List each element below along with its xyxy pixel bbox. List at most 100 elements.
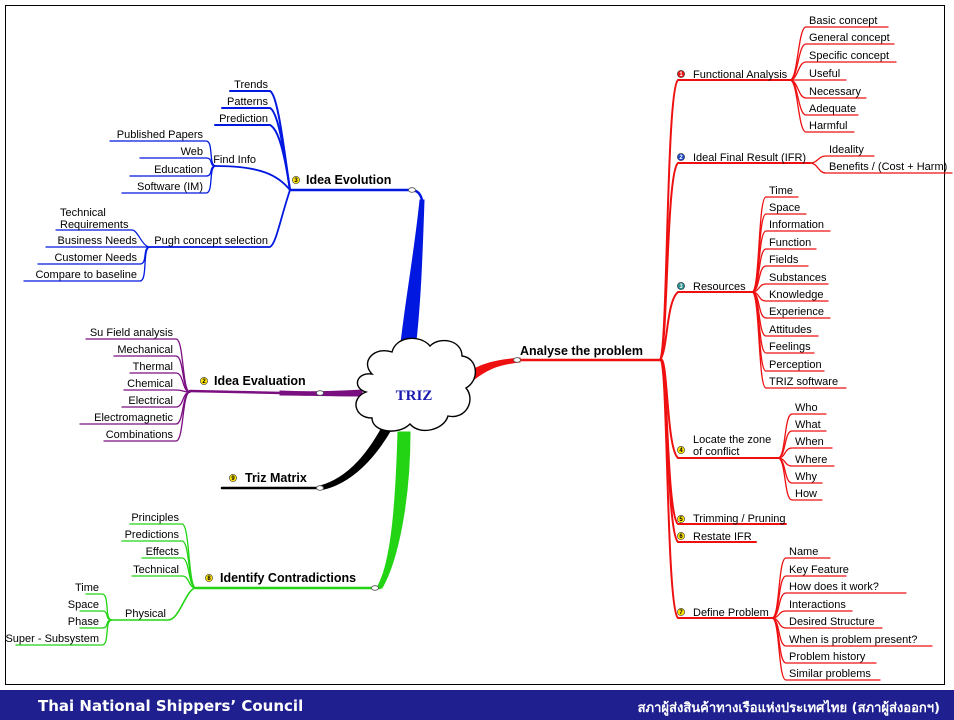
ifr-number-icon: 2 <box>677 153 685 161</box>
svg-text:6: 6 <box>679 534 683 540</box>
ifr-label: Ideal Final Result (IFR) <box>693 152 806 164</box>
evolution-prediction-line <box>214 124 291 191</box>
contradiction-technical-line <box>131 575 197 589</box>
restate-label: Restate IFR <box>693 531 752 543</box>
triz-cloud <box>355 337 476 432</box>
svg-text:4: 4 <box>679 448 683 454</box>
locate-label-line1: Locate the zone <box>693 434 771 446</box>
restate-number-icon: 6 <box>677 532 685 540</box>
functional-useful: Useful <box>809 68 840 80</box>
ifr-ideality: Ideality <box>829 144 864 156</box>
svg-text:5: 5 <box>679 517 683 523</box>
identify-contradictions-node <box>371 585 379 591</box>
contradiction-technical: Technical <box>133 564 179 576</box>
trimming-number-icon: 5 <box>677 515 685 523</box>
locate-how-line <box>777 457 823 501</box>
footer-organization-en: Thai National Shippers’ Council <box>38 697 304 715</box>
ifr-benefits-line <box>809 162 953 174</box>
pugh-technical: Technical <box>60 207 106 219</box>
define-name: Name <box>789 546 818 558</box>
find-info-software-im: Software (IM) <box>137 181 203 193</box>
idea-evolution-number-icon: 3 <box>292 176 300 184</box>
branch-identify-contradictions <box>377 431 411 589</box>
contradiction-effects: Effects <box>146 546 180 558</box>
define-line <box>659 358 773 619</box>
diagram-frame <box>5 5 945 685</box>
pugh-label: Pugh concept selection <box>154 235 268 247</box>
functional-specific-concept-line <box>789 61 897 81</box>
evaluation-chemical-line <box>123 389 191 393</box>
resource-attitudes: Attitudes <box>769 324 812 336</box>
svg-text:2: 2 <box>202 379 206 385</box>
evaluation-chemical: Chemical <box>127 378 173 390</box>
branch-idea-evolution <box>397 199 425 373</box>
functional-basic-concept: Basic concept <box>809 15 877 27</box>
evaluation-combinations-line <box>103 391 191 442</box>
triz-matrix-label: Triz Matrix <box>245 471 307 485</box>
idea-evolution-underline <box>288 188 424 202</box>
resource-substances: Substances <box>769 272 827 284</box>
evolution-patterns: Patterns <box>227 96 268 108</box>
physical-phase: Phase <box>68 616 99 628</box>
resource-function: Function <box>769 237 811 249</box>
resource-time: Time <box>769 185 793 197</box>
physical-space: Space <box>68 599 99 611</box>
resource-feelings: Feelings <box>769 341 811 353</box>
svg-text:1: 1 <box>679 72 683 78</box>
physical-super-subsystem: Super - Subsystem <box>5 633 99 645</box>
pugh-compare-to-baseline: Compare to baseline <box>35 269 137 281</box>
define-how-does-it-work: How does it work? <box>789 581 879 593</box>
locate-number-icon: 4 <box>677 446 685 454</box>
locate-who: Who <box>795 402 818 414</box>
resource-triz-software: TRIZ software <box>769 376 838 388</box>
idea-evaluation-node <box>316 390 324 396</box>
triz-matrix-number-icon: 9 <box>229 474 237 482</box>
ifr-benefits: Benefits / (Cost + Harm) <box>829 161 947 173</box>
physical-time: Time <box>75 582 99 594</box>
define-label: Define Problem <box>693 607 769 619</box>
branch-triz-matrix <box>319 423 393 491</box>
define-key-feature: Key Feature <box>789 564 849 576</box>
ifr-line <box>659 162 811 361</box>
evaluation-electromagnetic: Electromagnetic <box>94 412 173 424</box>
svg-text:3: 3 <box>294 178 298 184</box>
analyse-node <box>513 357 521 363</box>
resources-label: Resources <box>693 281 746 293</box>
svg-text:2: 2 <box>679 155 683 161</box>
footer-organization-th: สภาผู้ส่งสินค้าทางเรือแห่งประเทศไทย (สภา… <box>637 701 940 716</box>
pugh-customer-needs: Customer Needs <box>54 252 137 264</box>
resources-line <box>659 291 753 361</box>
find-info-education: Education <box>154 164 203 176</box>
svg-text:7: 7 <box>679 610 683 616</box>
functional-analysis-number-icon: 1 <box>677 70 685 78</box>
define-desired-structure: Desired Structure <box>789 616 875 628</box>
locate-why: Why <box>795 471 818 483</box>
center-topic-triz: TRIZ <box>396 388 433 404</box>
idea-evolution-node <box>408 187 416 193</box>
evaluation-su-field-analysis: Su Field analysis <box>90 327 174 339</box>
resource-experience: Experience <box>769 306 824 318</box>
define-similar-problems-line <box>771 617 881 681</box>
svg-text:3: 3 <box>679 284 683 290</box>
resources-number-icon: 3 <box>677 282 685 290</box>
idea-evaluation-number-icon: 2 <box>200 377 208 385</box>
idea-evaluation-label: Idea Evaluation <box>214 374 306 388</box>
resource-fields: Fields <box>769 254 799 266</box>
define-when-is-problem-present: When is problem present? <box>789 634 917 646</box>
functional-harmful-line <box>789 79 855 133</box>
resource-knowledge: Knowledge <box>769 289 823 301</box>
physical-label: Physical <box>125 608 166 620</box>
locate-how: How <box>795 488 817 500</box>
locate-label-line2: of conflict <box>693 446 739 458</box>
svg-text:9: 9 <box>231 476 235 482</box>
physical-line <box>111 587 197 621</box>
pugh-requirements: Requirements <box>60 219 129 231</box>
identify-contradictions-number-icon: 8 <box>205 574 213 582</box>
idea-evaluation-underline <box>188 389 284 395</box>
resource-space: Space <box>769 202 800 214</box>
locate-what: What <box>795 419 821 431</box>
functional-general-concept: General concept <box>809 32 890 44</box>
identify-contradictions-label: Identify Contradictions <box>220 571 356 585</box>
locate-when: When <box>795 436 824 448</box>
